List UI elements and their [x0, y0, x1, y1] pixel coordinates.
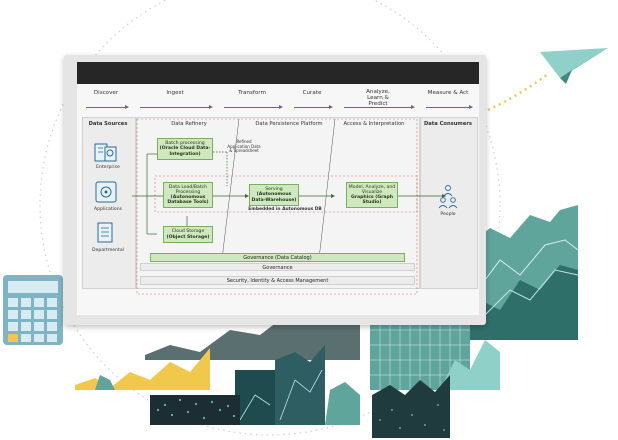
cloud-storage-label: Cloud Storage — [171, 229, 205, 235]
stage-transform: Transform — [218, 89, 286, 111]
serving-label: Serving — [265, 187, 283, 193]
data-sources-panel — [82, 117, 136, 289]
stage-label: Transform — [238, 90, 266, 96]
stage-discover: Discover — [80, 89, 132, 111]
source-applications-label: Applications — [93, 207, 123, 212]
governance-catalog-bar: Governance (Data Catalog) — [150, 253, 405, 262]
cloud-storage-tool: (Object Storage) — [166, 234, 210, 240]
data-consumers-title: Data Consumers — [423, 121, 472, 127]
stage-measure: Measure & Act — [420, 89, 476, 111]
model-analyze-label: Model, Analyze, and Visualize — [348, 184, 396, 195]
data-load-tool: (Autonomous Database Tools) — [167, 195, 209, 206]
batch-processing-tool: (Oracle Cloud Data-Integration) — [159, 146, 211, 157]
governance-bar: Governance — [140, 263, 415, 271]
data-sources-title: Data Sources — [88, 121, 128, 127]
embedded-label: Embedded in Autonomous DB — [248, 207, 322, 212]
serving-box: Serving(Autonomous Data-Warehouse) — [249, 184, 299, 206]
data-load-label: Data Load/Batch Processing — [168, 184, 208, 195]
model-analyze-tool: Graphics (Graph Studio) — [350, 195, 394, 206]
departmental-icon — [97, 222, 113, 243]
data-refinery-title: Data Refinery — [171, 121, 207, 127]
stage-arrow — [426, 105, 473, 109]
stage-label: Ingest — [166, 90, 184, 96]
stage-arrow — [344, 105, 415, 109]
batch-processing-box: Batch processing(Oracle Cloud Data-Integ… — [157, 138, 213, 160]
batch-processing-label: Batch processing — [165, 141, 205, 147]
stage-label: Analyze, Learn & Predict — [366, 89, 390, 107]
applications-icon — [95, 181, 117, 203]
stage-label: Measure & Act — [427, 90, 469, 96]
source-enterprise-label: Enterprise — [96, 165, 120, 170]
access-title: Access & Interpretation — [343, 121, 405, 127]
serving-tool: (Autonomous Data-Warehouse) — [251, 192, 297, 203]
stage-analyze: Analyze, Learn & Predict — [338, 89, 418, 111]
stage-arrow — [294, 105, 333, 109]
flow-connectors — [132, 118, 446, 295]
stage-label: Discover — [93, 90, 119, 96]
screen-header-bar — [77, 62, 479, 84]
cloud-storage-box: Cloud Storage(Object Storage) — [163, 226, 213, 243]
calculator-icon — [3, 275, 63, 345]
dotted-orbit — [39, 0, 501, 436]
paper-plane-icon — [540, 48, 608, 84]
enterprise-icon — [94, 143, 117, 162]
people-icon — [438, 185, 458, 209]
data-consumers-panel — [420, 117, 478, 289]
plane-trail — [487, 72, 549, 112]
stage-arrow — [140, 105, 213, 109]
source-departmental-label: Departmental — [92, 248, 124, 253]
people-label: People — [440, 212, 456, 217]
data-load-box: Data Load/Batch Processing(Autonomous Da… — [163, 182, 213, 208]
stage-arrow — [224, 105, 283, 109]
stage-label: Curate — [302, 90, 322, 96]
stage-ingest: Ingest — [134, 89, 216, 111]
scatter-dots — [157, 399, 235, 419]
persistence-title: Data Persistence Platform — [255, 121, 323, 127]
stage-arrow — [86, 105, 129, 109]
refined-data-note: Refined Application Data & Spreadsheet — [227, 139, 261, 154]
stage-curate: Curate — [288, 89, 336, 111]
security-bar: Security, Identity & Access Management — [140, 276, 415, 285]
